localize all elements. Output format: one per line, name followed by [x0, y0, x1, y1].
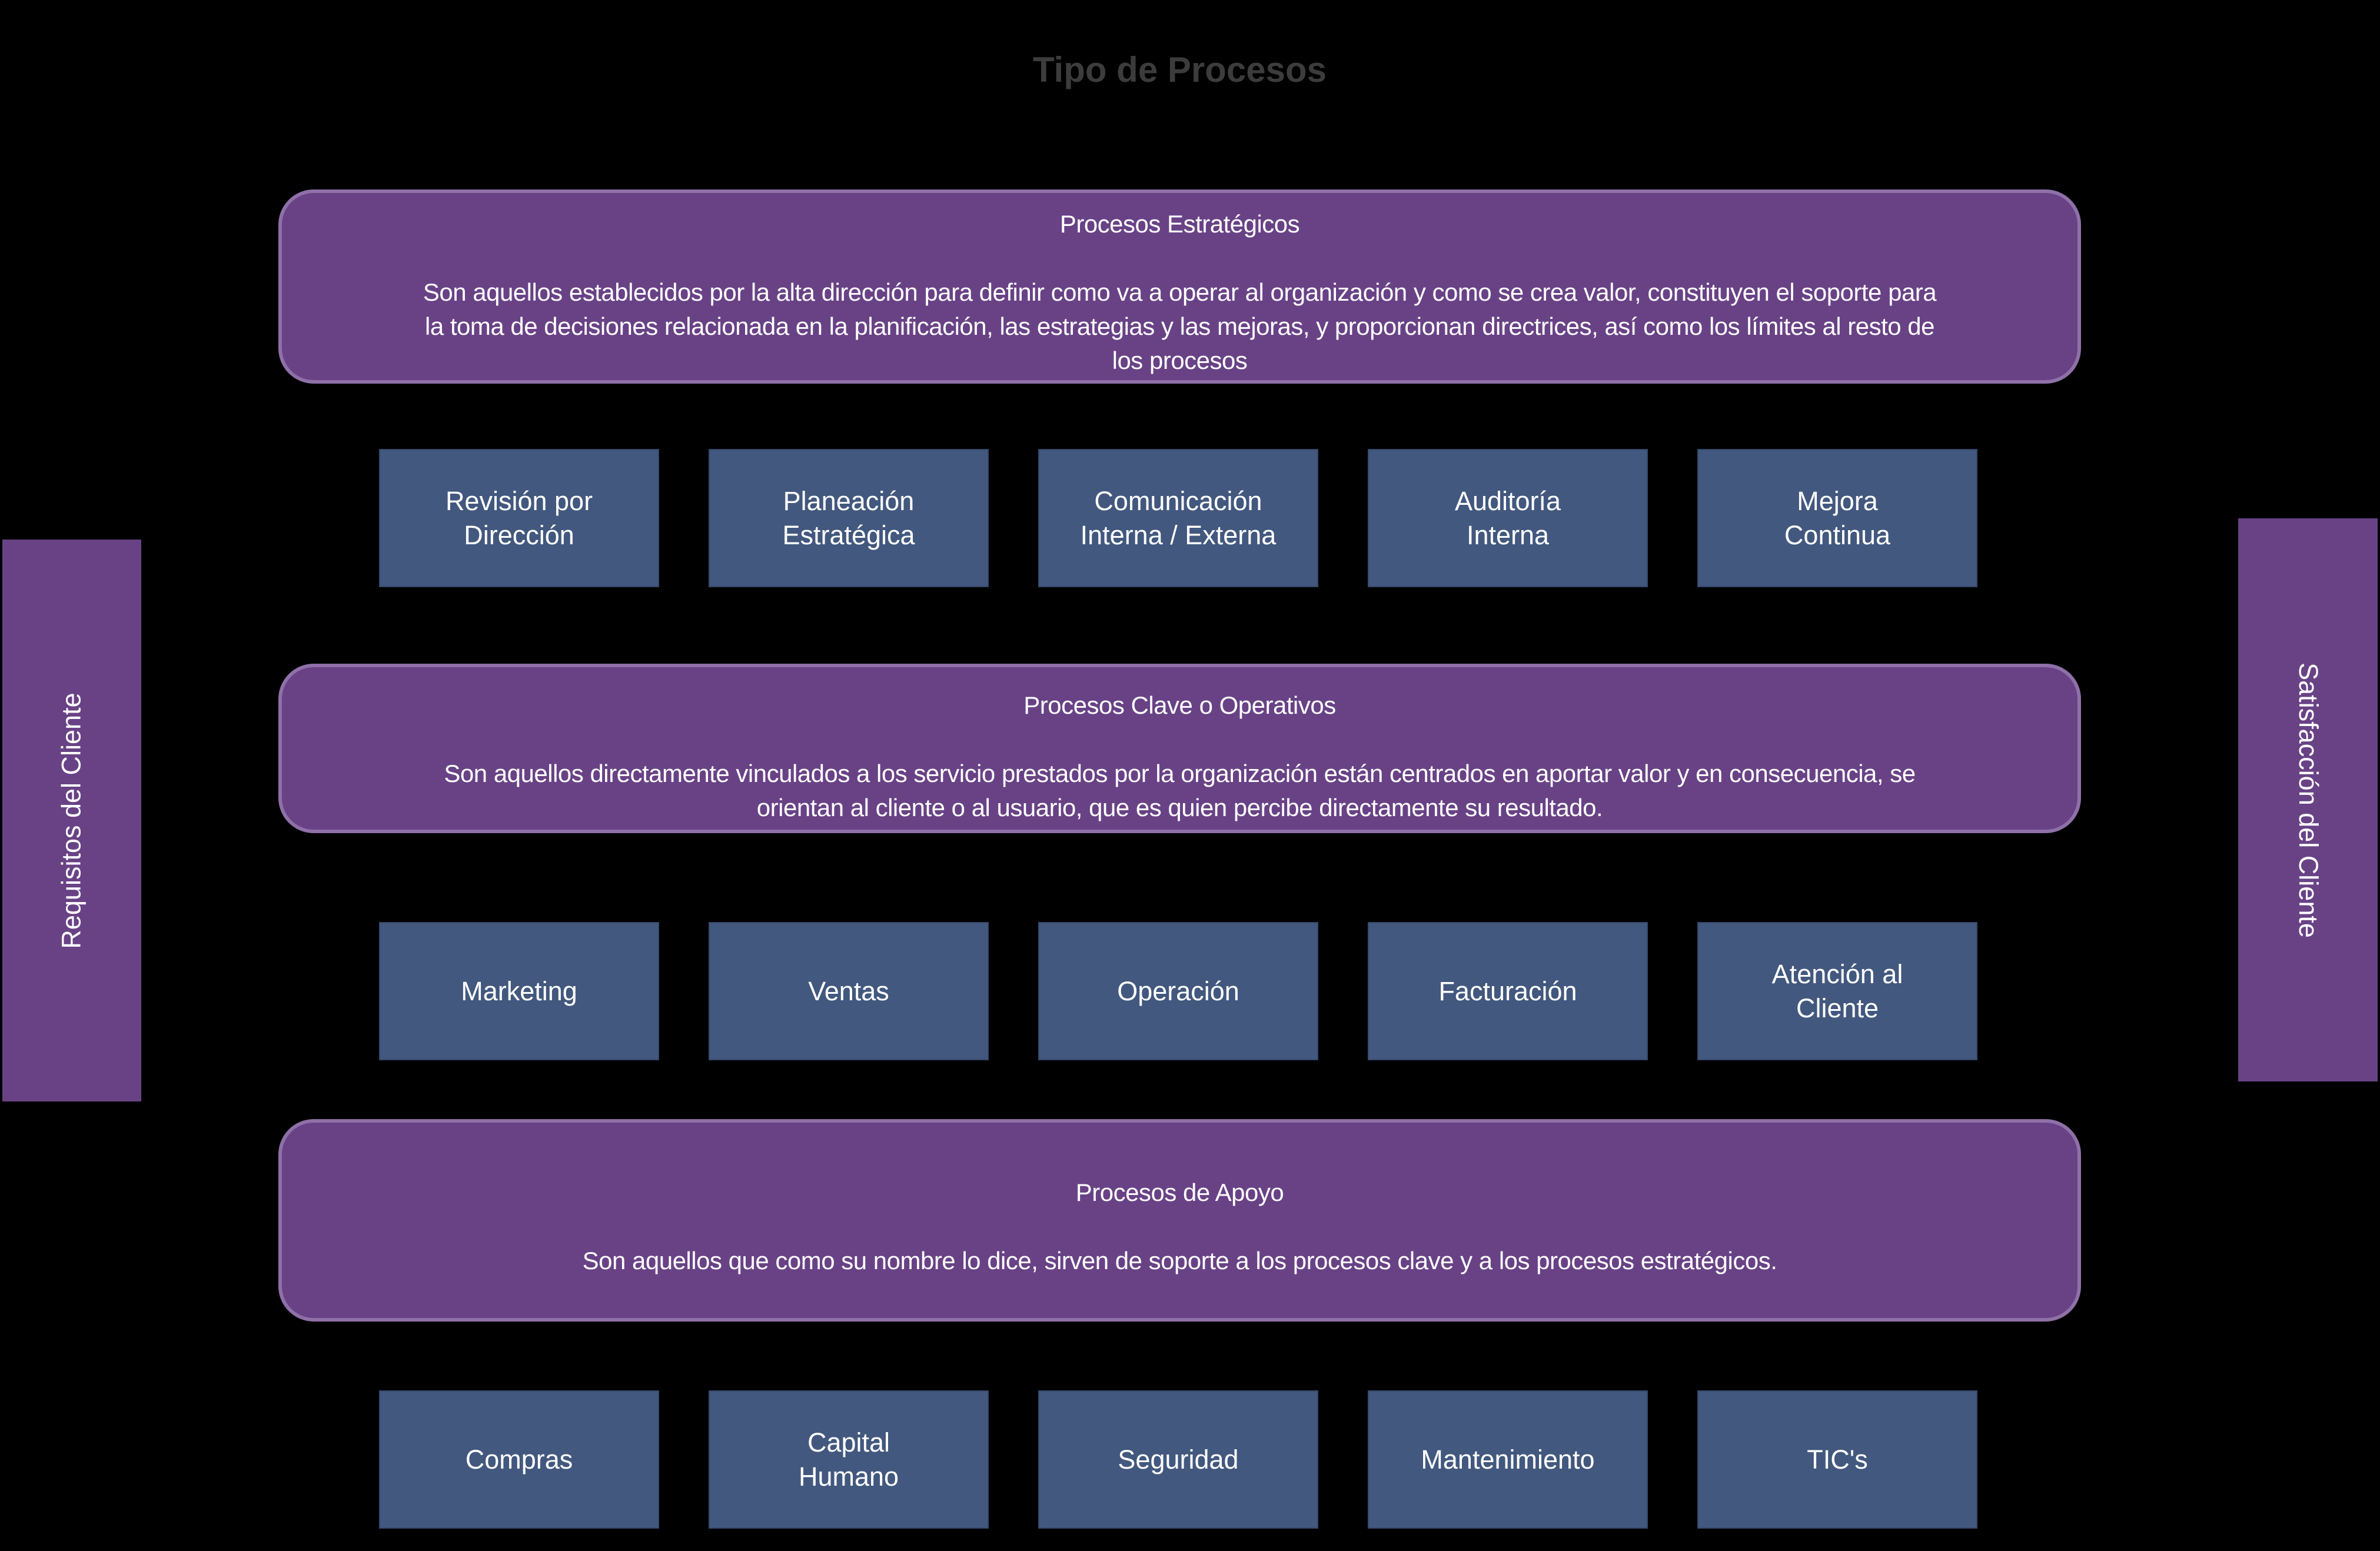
key-process-row: Marketing Ventas Operación Facturación A… — [379, 922, 1977, 1060]
panel-procesos-de-apoyo-description: Son aquellos que como su nombre lo dice,… — [582, 1247, 1777, 1274]
process-box-tics: TIC's — [1697, 1390, 1977, 1529]
process-box-capital-humano: Capital Humano — [709, 1390, 989, 1529]
process-box-operacion: Operación — [1038, 922, 1318, 1060]
panel-procesos-de-apoyo: Procesos de Apoyo Son aquellos que como … — [278, 1119, 2081, 1322]
strategic-process-row: Revisión por Dirección Planeación Estrat… — [379, 449, 1977, 587]
page-title: Tipo de Procesos — [1032, 50, 1327, 89]
panel-procesos-clave-operativos-title: Procesos Clave o Operativos — [1023, 691, 1336, 719]
right-bar-label: Satisfacción del Cliente — [2293, 662, 2324, 938]
process-box-auditoria-interna: Auditoría Interna — [1368, 449, 1648, 587]
process-box-mejora-continua: Mejora Continua — [1697, 449, 1977, 587]
panel-procesos-clave-operativos-description: Son aquellos directamente vinculados a l… — [444, 760, 1916, 821]
process-box-revision-por-direccion: Revisión por Dirección — [379, 449, 659, 587]
panel-procesos-estrategicos-title: Procesos Estratégicos — [1059, 210, 1300, 238]
process-box-planeacion-estrategica: Planeación Estratégica — [709, 449, 989, 587]
panel-procesos-clave-operativos: Procesos Clave o Operativos Son aquellos… — [278, 664, 2081, 833]
process-box-atencion-al-cliente: Atención al Cliente — [1697, 922, 1977, 1060]
process-box-seguridad: Seguridad — [1038, 1390, 1318, 1529]
panel-procesos-estrategicos: Procesos Estratégicos Son aquellos estab… — [278, 189, 2081, 384]
process-box-compras: Compras — [379, 1390, 659, 1529]
left-bar-label: Requisitos del Cliente — [56, 692, 87, 949]
process-box-marketing: Marketing — [379, 922, 659, 1060]
process-box-mantenimiento: Mantenimiento — [1368, 1390, 1648, 1529]
support-process-row: Compras Capital Humano Seguridad Manteni… — [379, 1390, 1977, 1529]
process-box-comunicacion-interna-externa: Comunicación Interna / Externa — [1038, 449, 1318, 587]
process-box-facturacion: Facturación — [1368, 922, 1648, 1060]
right-bar-satisfaccion-del-cliente: Satisfacción del Cliente — [2238, 518, 2378, 1081]
left-bar-requisitos-del-cliente: Requisitos del Cliente — [2, 540, 141, 1101]
panel-procesos-estrategicos-description: Son aquellos establecidos por la alta di… — [423, 278, 1937, 374]
process-box-ventas: Ventas — [709, 922, 989, 1060]
panel-procesos-de-apoyo-title: Procesos de Apoyo — [1075, 1179, 1284, 1206]
